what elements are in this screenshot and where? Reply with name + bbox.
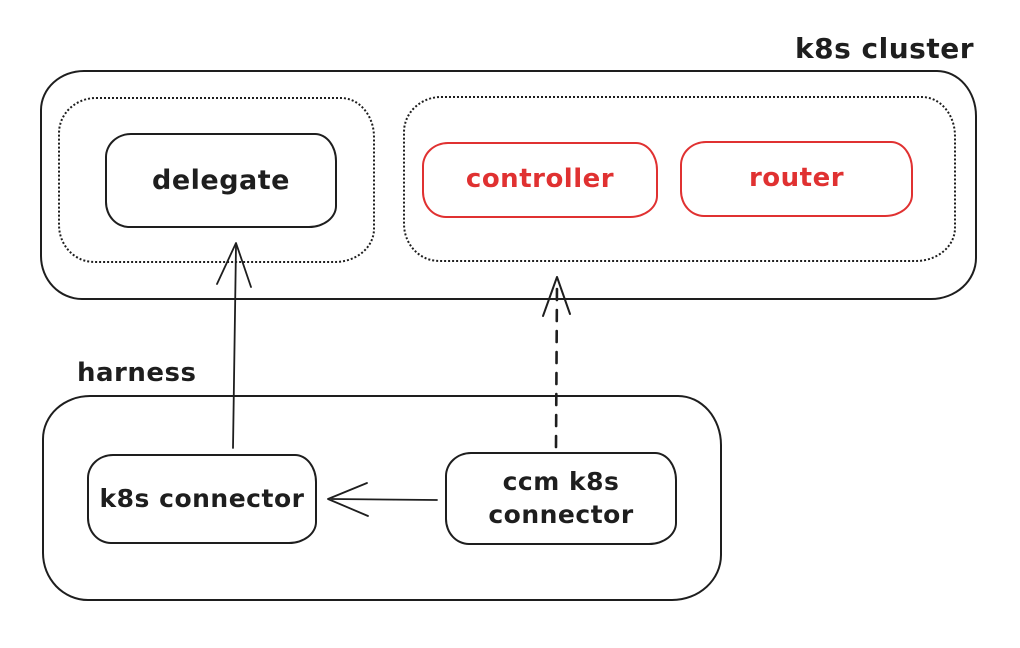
controller-node-label: controller xyxy=(465,164,615,195)
k8s-cluster-box xyxy=(40,70,977,300)
ccm-k8s-connector-node-label: ccm k8s connector xyxy=(488,467,634,529)
controller-node: controller xyxy=(422,142,658,218)
harness-box xyxy=(42,395,722,601)
router-node-label: router xyxy=(748,163,845,194)
delegate-node-label: delegate xyxy=(152,164,290,196)
ccm-k8s-connector-node: ccm k8s connector xyxy=(445,452,677,545)
delegate-node: delegate xyxy=(105,133,337,228)
harness-label: harness xyxy=(77,358,197,388)
router-node: router xyxy=(680,141,913,217)
k8s-connector-node: k8s connector xyxy=(87,454,317,544)
k8s-connector-node-label: k8s connector xyxy=(99,483,305,513)
ccm-group-box xyxy=(403,96,956,262)
k8s-cluster-label: k8s cluster xyxy=(795,32,974,65)
